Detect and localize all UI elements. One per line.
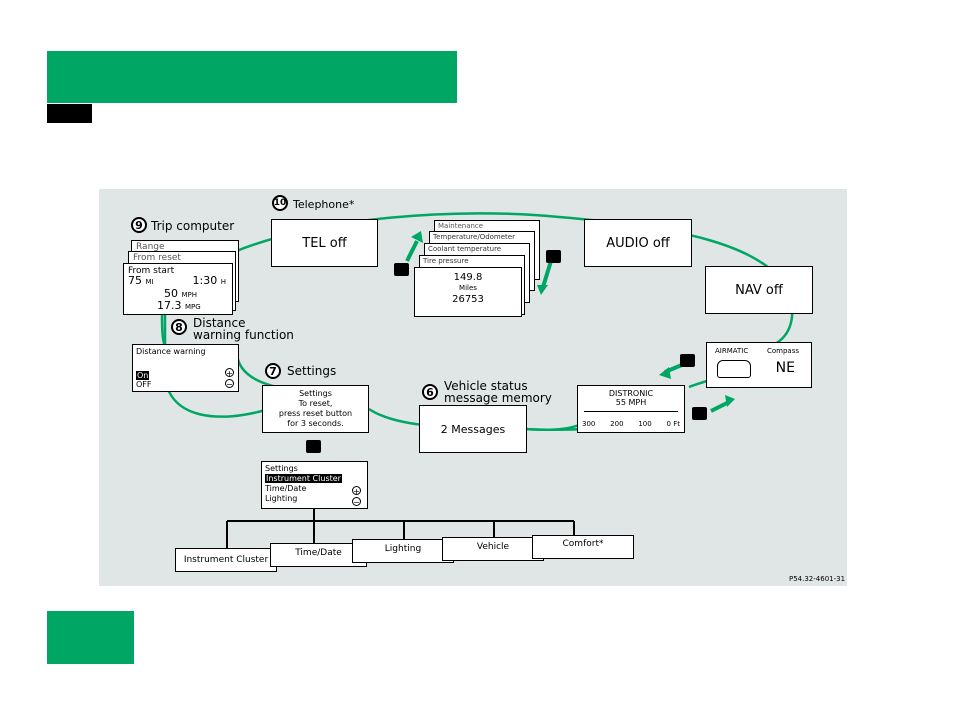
telephone-label: Telephone* xyxy=(293,198,355,211)
trip-distance: 75 MI xyxy=(128,274,154,287)
service-line3: 26753 xyxy=(452,294,484,305)
vehicle-status-number: 6 xyxy=(422,384,438,400)
telephone-screen: TEL off xyxy=(271,219,378,267)
submenu-time-date: Time/Date xyxy=(270,543,367,567)
distronic-title: DISTRONIC xyxy=(608,389,654,398)
settings-screen: Settings To reset, press reset button fo… xyxy=(262,385,369,433)
distance-warning-screen: Distance warning On OFF + − xyxy=(132,344,239,392)
settings-menu-item1[interactable]: Instrument Cluster xyxy=(265,474,342,483)
service-line1: 149.8 xyxy=(453,272,483,283)
plus-icon: + xyxy=(225,368,234,378)
nav-screen: NAV off xyxy=(705,266,813,314)
car-icon xyxy=(717,360,751,378)
trip-card-start-title: From start xyxy=(128,266,175,276)
up-button-icon[interactable] xyxy=(394,263,409,276)
distronic-road xyxy=(584,411,678,412)
telephone-number: 10 xyxy=(272,195,288,211)
page-button-icon-lower[interactable] xyxy=(692,407,707,420)
trip-consumption: 17.3 MPG xyxy=(157,299,201,312)
compass-title: Compass xyxy=(766,347,799,355)
settings-menu-item3[interactable]: Lighting xyxy=(265,494,298,503)
submenu-lighting: Lighting xyxy=(352,539,454,563)
trip-card-start: From start 75 MI 1:30 H 50 MPH 17.3 MPG xyxy=(123,263,233,315)
settings-up-button-icon[interactable] xyxy=(306,440,321,453)
settings-line3: press reset button xyxy=(278,409,353,418)
settings-line1: Settings xyxy=(299,389,332,398)
distance-warning-off[interactable]: OFF xyxy=(136,380,152,389)
compass-heading: NE xyxy=(775,360,795,376)
service-card-values: 149.8 Miles 26753 xyxy=(414,267,522,317)
minus-icon: − xyxy=(225,379,234,389)
settings-menu-item2[interactable]: Time/Date xyxy=(265,484,307,493)
header-banner xyxy=(47,51,457,103)
trip-number: 9 xyxy=(131,217,147,233)
distance-warning-title: Distance warning xyxy=(136,347,206,356)
distronic-speed: 55 MPH xyxy=(615,398,647,407)
airmatic-title: AIRMATIC xyxy=(715,347,749,355)
submenu-comfort: Comfort* xyxy=(532,535,634,559)
settings-minus-icon: − xyxy=(352,497,361,507)
audio-screen: AUDIO off xyxy=(584,219,692,267)
footer-banner xyxy=(47,611,134,664)
settings-plus-icon: + xyxy=(352,486,361,496)
header-tab xyxy=(47,104,92,123)
airmatic-screen: AIRMATIC Compass NE xyxy=(706,342,812,388)
settings-number: 7 xyxy=(265,363,281,379)
settings-menu-screen: Settings Instrument Cluster Time/Date Li… xyxy=(261,461,368,509)
settings-menu-title: Settings xyxy=(265,464,298,473)
settings-line4: for 3 seconds. xyxy=(287,419,344,428)
trip-time: 1:30 H xyxy=(192,274,226,287)
submenu-instrument-cluster: Instrument Cluster xyxy=(175,548,277,572)
diagram-panel: 9 Trip computer Range From reset From st… xyxy=(99,189,847,586)
down-button-icon[interactable] xyxy=(546,250,561,263)
submenu-vehicle: Vehicle xyxy=(442,537,544,561)
settings-line2: To reset, xyxy=(298,399,333,408)
image-credit: P54.32-4601-31 xyxy=(789,575,846,583)
arrow-up xyxy=(405,240,419,262)
vehicle-status-screen: 2 Messages xyxy=(419,405,527,453)
service-line2: Miles xyxy=(459,284,477,292)
trip-speed: 50 MPH xyxy=(164,287,198,300)
settings-label: Settings xyxy=(287,364,337,378)
trip-label: Trip computer xyxy=(151,219,235,233)
page-button-icon-upper[interactable] xyxy=(680,354,695,367)
distance-warning-number: 8 xyxy=(171,319,187,335)
distance-warning-on[interactable]: On xyxy=(136,371,150,380)
